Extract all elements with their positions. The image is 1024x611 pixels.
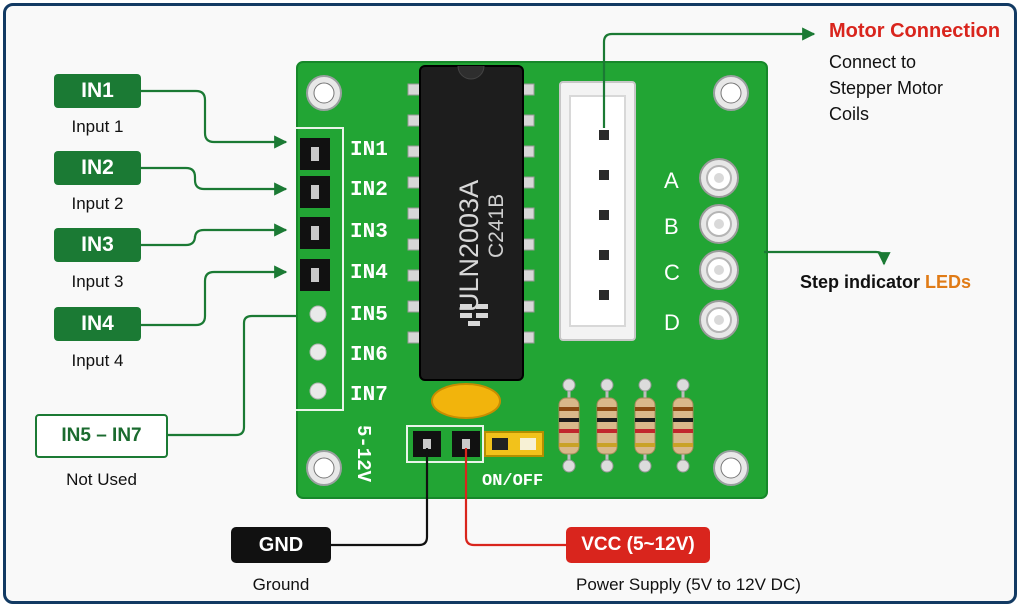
led-label-a: A xyxy=(664,168,679,193)
pin-label-in1: IN1 xyxy=(350,139,388,162)
onoff-jumper xyxy=(484,431,544,457)
callout-leds-text: Step indicator xyxy=(800,272,926,292)
line-in5-7 xyxy=(168,314,296,437)
callout-in2-label: IN2 xyxy=(54,151,141,185)
unused-pads xyxy=(309,305,327,400)
motor-desc-line-2: Stepper Motor xyxy=(829,78,944,98)
pin-label-in2: IN2 xyxy=(350,179,388,202)
pin-label-in3: IN3 xyxy=(350,221,388,244)
callout-vcc-label: VCC (5~12V) xyxy=(566,527,710,563)
callout-in1-label: IN1 xyxy=(54,74,141,108)
resistors xyxy=(558,378,694,473)
ic-chip-name: ULN2003A xyxy=(454,180,484,312)
motor-desc-line-3: Coils xyxy=(829,104,870,124)
callout-leds-highlight: LEDs xyxy=(925,272,972,292)
pin-label-in7: IN7 xyxy=(350,384,388,407)
callout-in5-7-label: IN5 – IN7 xyxy=(35,414,168,458)
callout-motor-desc: Connect to Stepper Motor Coils xyxy=(829,49,943,127)
line-motor xyxy=(602,27,816,128)
callout-gnd-label: GND xyxy=(231,527,331,563)
ti-logo-icon xyxy=(460,304,488,326)
line-in2 xyxy=(141,166,288,196)
line-vcc xyxy=(464,448,566,547)
callout-in3-caption: Input 3 xyxy=(71,272,124,291)
power-header-silkscreen xyxy=(406,425,484,463)
capacitor xyxy=(431,383,501,419)
power-header xyxy=(413,431,480,457)
pin-label-in4: IN4 xyxy=(350,262,388,285)
led-label-c: C xyxy=(664,260,680,285)
led-label-b: B xyxy=(664,214,679,239)
pin-label-in6: IN6 xyxy=(350,344,388,367)
input-silkscreen xyxy=(296,127,344,411)
onoff-label: ON/OFF xyxy=(482,472,543,491)
callout-motor-title: Motor Connection xyxy=(829,20,1001,42)
line-gnd xyxy=(331,448,429,547)
step-leds xyxy=(699,158,739,340)
callout-in4-label: IN4 xyxy=(54,307,141,341)
callout-gnd-caption: Ground xyxy=(252,575,310,594)
callout-in5-7-caption: Not Used xyxy=(66,470,137,489)
callout-leds: Step indicator LEDs xyxy=(800,272,971,293)
callout-in1-caption: Input 1 xyxy=(71,117,124,136)
callout-vcc-caption: Power Supply (5V to 12V DC) xyxy=(576,575,801,594)
pin-label-in5: IN5 xyxy=(350,304,388,327)
line-leds xyxy=(764,250,891,266)
callout-in4-caption: Input 4 xyxy=(71,351,124,370)
callout-in3-label: IN3 xyxy=(54,228,141,262)
line-in1 xyxy=(141,89,288,149)
voltage-label: 5-12V xyxy=(352,425,374,483)
line-in4 xyxy=(141,265,288,327)
line-in3 xyxy=(141,223,288,247)
led-label-d: D xyxy=(664,310,680,335)
motor-desc-line-1: Connect to xyxy=(829,52,917,72)
input-header xyxy=(300,138,330,291)
ic-chip-code: C241B xyxy=(485,194,508,258)
motor-connector xyxy=(559,81,636,341)
mounting-holes xyxy=(306,75,749,486)
callout-in2-caption: Input 2 xyxy=(71,194,124,213)
